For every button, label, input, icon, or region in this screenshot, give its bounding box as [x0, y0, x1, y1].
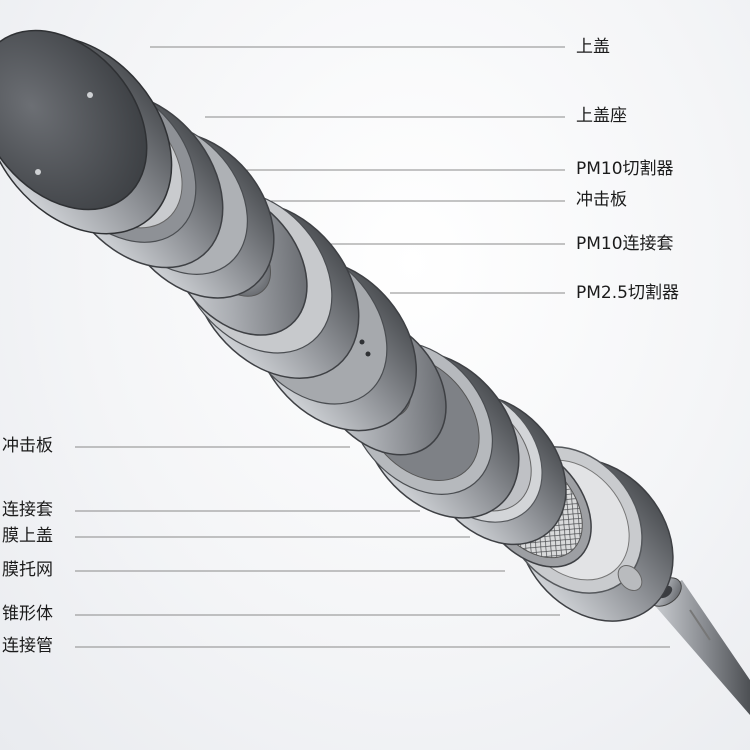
label-impact-plate-lower: 冲击板 — [2, 436, 53, 456]
label-top-cover: 上盖 — [576, 37, 610, 57]
label-pm10-cutter: PM10切割器 — [576, 159, 674, 179]
label-connecting-sleeve: 连接套 — [2, 500, 53, 520]
label-membrane-cover: 膜上盖 — [2, 526, 53, 546]
label-membrane-mesh: 膜托网 — [2, 560, 53, 580]
top-cover — [0, 29, 173, 235]
leader-lines — [75, 46, 670, 648]
label-impact-plate-upper: 冲击板 — [576, 190, 627, 210]
label-pm10-sleeve: PM10连接套 — [576, 234, 674, 254]
label-cone-body: 锥形体 — [2, 604, 53, 624]
label-pm25-cutter: PM2.5切割器 — [576, 283, 679, 303]
label-top-cover-seat: 上盖座 — [576, 106, 627, 126]
label-connecting-pipe: 连接管 — [2, 636, 53, 656]
